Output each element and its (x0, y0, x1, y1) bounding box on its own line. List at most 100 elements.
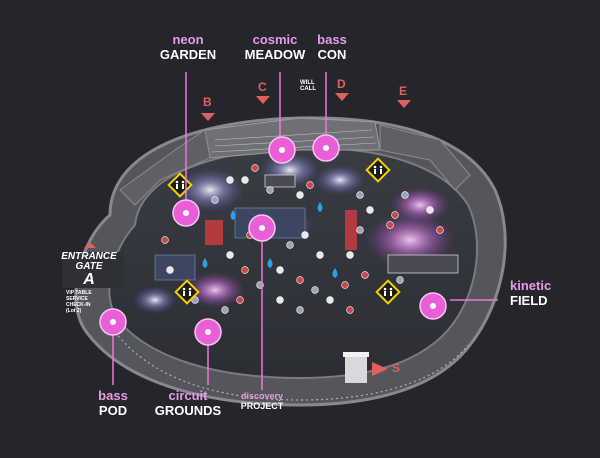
amenity-icon (276, 296, 284, 304)
vip-checkin-label: VIP TABLE SERVICE CHECK-IN (Lot 2) (66, 290, 92, 314)
amenity-icon (326, 296, 334, 304)
will-call-label: WILL CALL (300, 80, 316, 92)
amenity-icon (366, 206, 374, 214)
grandstands (119, 117, 471, 206)
entrance-letter: A (83, 271, 95, 288)
water-drop-icon (317, 202, 323, 212)
stage-name-bottom: CON (317, 46, 347, 62)
stage-name-bottom: MEADOW (244, 46, 306, 62)
amenity-icon (426, 206, 434, 214)
stage-pin-bass-con-icon[interactable] (312, 134, 340, 162)
stage-name-top: cosmic (252, 32, 298, 47)
will-call-line: CALL (300, 86, 316, 92)
gate-b-label: B (203, 95, 212, 109)
water-drop-icon (332, 268, 338, 278)
gate-s-arrow-icon (372, 362, 388, 376)
will-call-line: WILL (300, 80, 315, 86)
stage-pin-cosmic-meadow-icon[interactable] (268, 136, 296, 164)
amenity-icon (161, 236, 169, 244)
amenity-icon (251, 164, 259, 172)
amenity-icon (236, 296, 244, 304)
amenity-icon (346, 306, 354, 314)
stage-label-kinetic-field[interactable]: kinetic FIELD (510, 278, 552, 309)
restroom-icon (365, 157, 391, 183)
amenity-icon (401, 191, 409, 199)
amenity-icon (356, 191, 364, 199)
amenity-icon (356, 226, 364, 234)
entrance-sign-backing (62, 252, 124, 288)
stage-name-top: kinetic (510, 278, 552, 293)
amenity-icon (311, 286, 319, 294)
stage-name-top: discovery (240, 391, 284, 401)
water-station-icons (202, 202, 338, 278)
stage-label-bass-pod[interactable]: bass POD (88, 388, 138, 419)
amenity-icons (161, 164, 444, 314)
amenity-icon (266, 186, 274, 194)
amenity-icon (301, 231, 309, 239)
gate-d-label: D (337, 77, 346, 91)
amenity-icon (241, 266, 249, 274)
vip-line: SERVICE (66, 296, 88, 302)
stage-label-bass-con[interactable]: bass CON (312, 32, 352, 63)
stage-name-bottom: POD (98, 402, 128, 418)
amenity-icon (296, 276, 304, 284)
amenity-icon (306, 181, 314, 189)
gate-c-arrow-icon (256, 96, 270, 104)
stage-label-circuit-grounds[interactable]: circuit GROUNDS (148, 388, 228, 419)
amenity-icon (276, 266, 284, 274)
amenity-icon (341, 281, 349, 289)
gate-c-label: C (258, 80, 267, 94)
stage-name-bottom: FIELD (510, 292, 548, 308)
stage-pin-neon-garden-icon[interactable] (172, 199, 200, 227)
amenity-icon (316, 251, 324, 259)
stage-pin-circuit-grounds-icon[interactable] (194, 318, 222, 346)
stage-lights (133, 152, 455, 314)
gate-s-building (345, 355, 367, 383)
stage-name-top: circuit (168, 388, 208, 403)
amenity-icon (211, 196, 219, 204)
vip-line: CHECK-IN (66, 302, 91, 308)
water-drop-icon (202, 258, 208, 268)
amenity-icon (221, 306, 229, 314)
stage-name-top: bass (98, 388, 128, 403)
entrance-line: GATE (75, 261, 103, 272)
stage-pin-discovery-project-icon[interactable] (248, 214, 276, 242)
gate-e-label: E (399, 84, 408, 98)
entrance-arrow-icon (84, 242, 96, 248)
restroom-icon (375, 279, 401, 305)
amenity-icon (296, 191, 304, 199)
water-drop-icon (230, 210, 236, 220)
stage-label-neon-garden[interactable]: neon GARDEN (158, 32, 218, 63)
amenity-icon (241, 176, 249, 184)
gate-arrows (84, 93, 411, 376)
amenity-icon (386, 221, 394, 229)
entrance-line: ENTRANCE (61, 251, 117, 262)
stage-name-top: bass (317, 32, 347, 47)
amenity-icon (361, 271, 369, 279)
amenity-icon (226, 176, 234, 184)
stage-pins (99, 134, 447, 346)
stage-pin-kinetic-field-icon[interactable] (419, 292, 447, 320)
stage-name-bottom: GROUNDS (154, 402, 222, 418)
gate-b-arrow-icon (201, 113, 215, 121)
stage-label-cosmic-meadow[interactable]: cosmic MEADOW (240, 32, 310, 63)
amenity-icon (296, 306, 304, 314)
callout-lines (112, 72, 498, 390)
amenity-icon (286, 241, 294, 249)
stage-name-bottom: PROJECT (240, 401, 284, 412)
amenity-icon (226, 251, 234, 259)
gate-d-arrow-icon (335, 93, 349, 101)
amenity-icon (396, 276, 404, 284)
vip-line: (Lot 2) (66, 308, 82, 314)
stage-name-top: neon (172, 32, 204, 47)
stage-label-discovery-project[interactable]: discovery PROJECT (232, 391, 292, 412)
stage-pin-bass-pod-icon[interactable] (99, 308, 127, 336)
water-drop-icon (267, 258, 273, 268)
amenity-icon (166, 266, 174, 274)
gate-s-label: S (392, 361, 401, 375)
entrance-gate-a-label: ENTRANCE GATE A (56, 252, 122, 288)
amenity-icon (346, 251, 354, 259)
restroom-icon (174, 279, 200, 305)
gate-e-arrow-icon (397, 100, 411, 108)
